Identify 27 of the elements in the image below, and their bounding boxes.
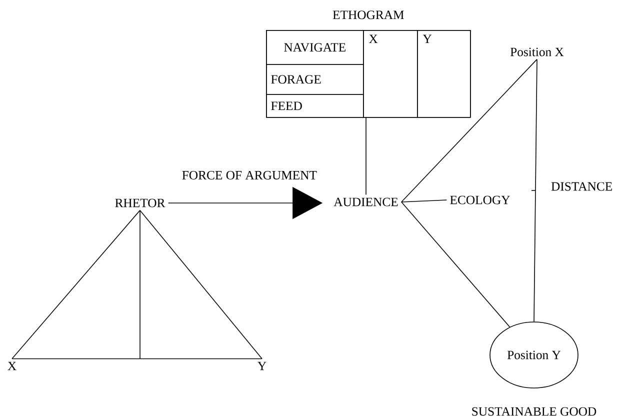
node-label: SUSTAINABLE GOOD xyxy=(472,407,596,416)
line xyxy=(12,210,140,360)
node-label: X xyxy=(369,34,378,44)
label: RHETOR xyxy=(115,198,166,208)
label: X xyxy=(8,362,16,370)
line xyxy=(12,358,262,360)
table-cell xyxy=(363,30,418,118)
node-label: Y xyxy=(422,34,432,44)
line xyxy=(534,58,538,322)
edge-label: DISTANCE xyxy=(551,182,612,191)
table-cell xyxy=(266,94,364,118)
label: ECOLOGY xyxy=(450,196,510,204)
label: Y xyxy=(258,362,266,370)
node-label: NAVIGATE xyxy=(284,43,346,52)
label: Position X xyxy=(510,48,564,56)
table-cell xyxy=(417,30,471,118)
edge-label: FORCE OF ARGUMENT xyxy=(182,170,317,180)
line xyxy=(140,210,262,360)
label: AUDIENCE xyxy=(334,198,398,206)
line xyxy=(401,202,510,328)
node-label: FORAGE xyxy=(271,75,321,84)
table-cell xyxy=(266,64,364,95)
node-label: FEED xyxy=(271,102,302,110)
line xyxy=(401,200,448,202)
node-label: ETHOGRAM xyxy=(332,10,404,20)
table-cell xyxy=(266,30,364,65)
line xyxy=(401,58,538,202)
